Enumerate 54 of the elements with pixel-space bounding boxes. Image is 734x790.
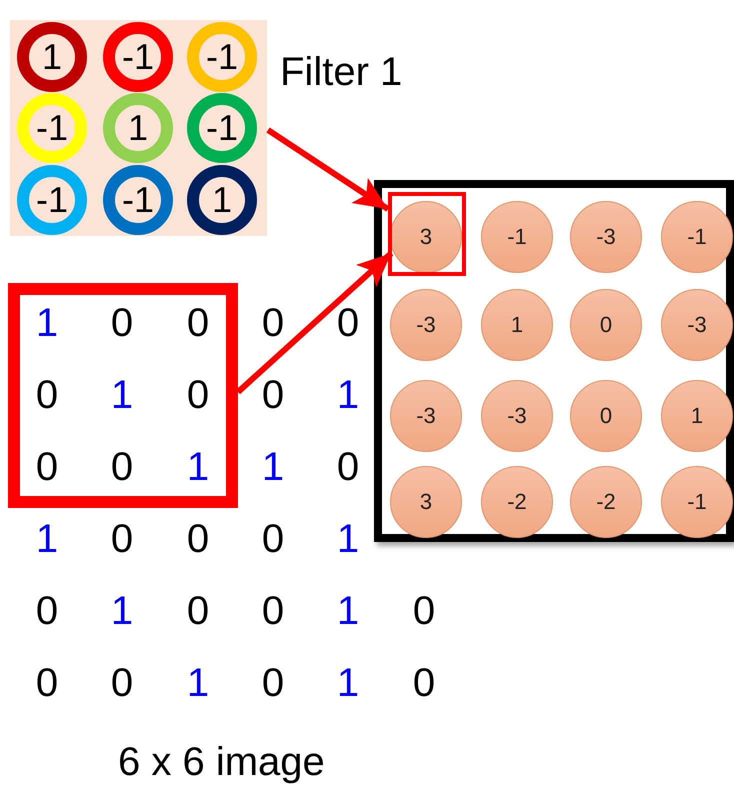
feature-value-circle: -1 [481, 201, 553, 273]
pixel-value: 0 [34, 588, 60, 634]
pixel-value: 0 [186, 372, 210, 418]
pixel-value: 0 [336, 444, 360, 490]
feature-value-circle: -3 [390, 380, 462, 452]
pixel-value: 0 [34, 444, 60, 490]
feature-value-circle: 3 [390, 466, 462, 538]
feature-value-circle: -3 [570, 201, 642, 273]
arrow [266, 128, 390, 212]
pixel-value: 0 [260, 660, 286, 706]
pixel-value: 1 [260, 444, 286, 490]
arrow [236, 250, 394, 394]
pixel-value: 0 [110, 300, 134, 346]
feature-value-circle: -3 [390, 289, 462, 361]
feature-value-circle: 0 [570, 380, 642, 452]
pixel-value: 0 [186, 588, 210, 634]
pixel-value: 0 [110, 516, 134, 562]
feature-map-panel [374, 180, 734, 542]
pixel-value: 0 [412, 660, 436, 706]
feature-value-circle: -3 [481, 380, 553, 452]
pixel-value: 0 [260, 516, 286, 562]
feature-value-circle: -1 [661, 466, 733, 538]
feature-value-circle: 0 [570, 289, 642, 361]
feature-value-circle: -2 [481, 466, 553, 538]
pixel-value: 1 [186, 444, 210, 490]
pixel-value: 1 [186, 660, 210, 706]
pixel-value: 0 [34, 372, 60, 418]
pixel-value: 0 [110, 660, 134, 706]
image-caption: 6 x 6 image [118, 740, 325, 785]
pixel-value: 0 [186, 516, 210, 562]
pixel-value: 1 [336, 660, 360, 706]
pixel-value: 1 [336, 588, 360, 634]
selection-window [8, 283, 238, 508]
pixel-value: 1 [110, 372, 134, 418]
feature-value-circle: 3 [390, 201, 462, 273]
feature-value-circle: -2 [570, 466, 642, 538]
feature-value-circle: -3 [661, 289, 733, 361]
pixel-value: 0 [260, 588, 286, 634]
pixel-value: 0 [186, 300, 210, 346]
pixel-value: 1 [336, 372, 360, 418]
filter-title: Filter 1 [280, 50, 402, 95]
pixel-value: 0 [260, 372, 286, 418]
pixel-value: 0 [336, 300, 360, 346]
pixel-value: 0 [260, 300, 286, 346]
pixel-value: 0 [110, 444, 134, 490]
pixel-value: 0 [412, 588, 436, 634]
pixel-value: 1 [34, 300, 60, 346]
feature-value-circle: 1 [481, 289, 553, 361]
pixel-value: 0 [34, 660, 60, 706]
feature-value-circle: 1 [661, 380, 733, 452]
pixel-value: 1 [110, 588, 134, 634]
pixel-value: 1 [336, 516, 360, 562]
feature-value-circle: -1 [661, 201, 733, 273]
pixel-value: 1 [34, 516, 60, 562]
